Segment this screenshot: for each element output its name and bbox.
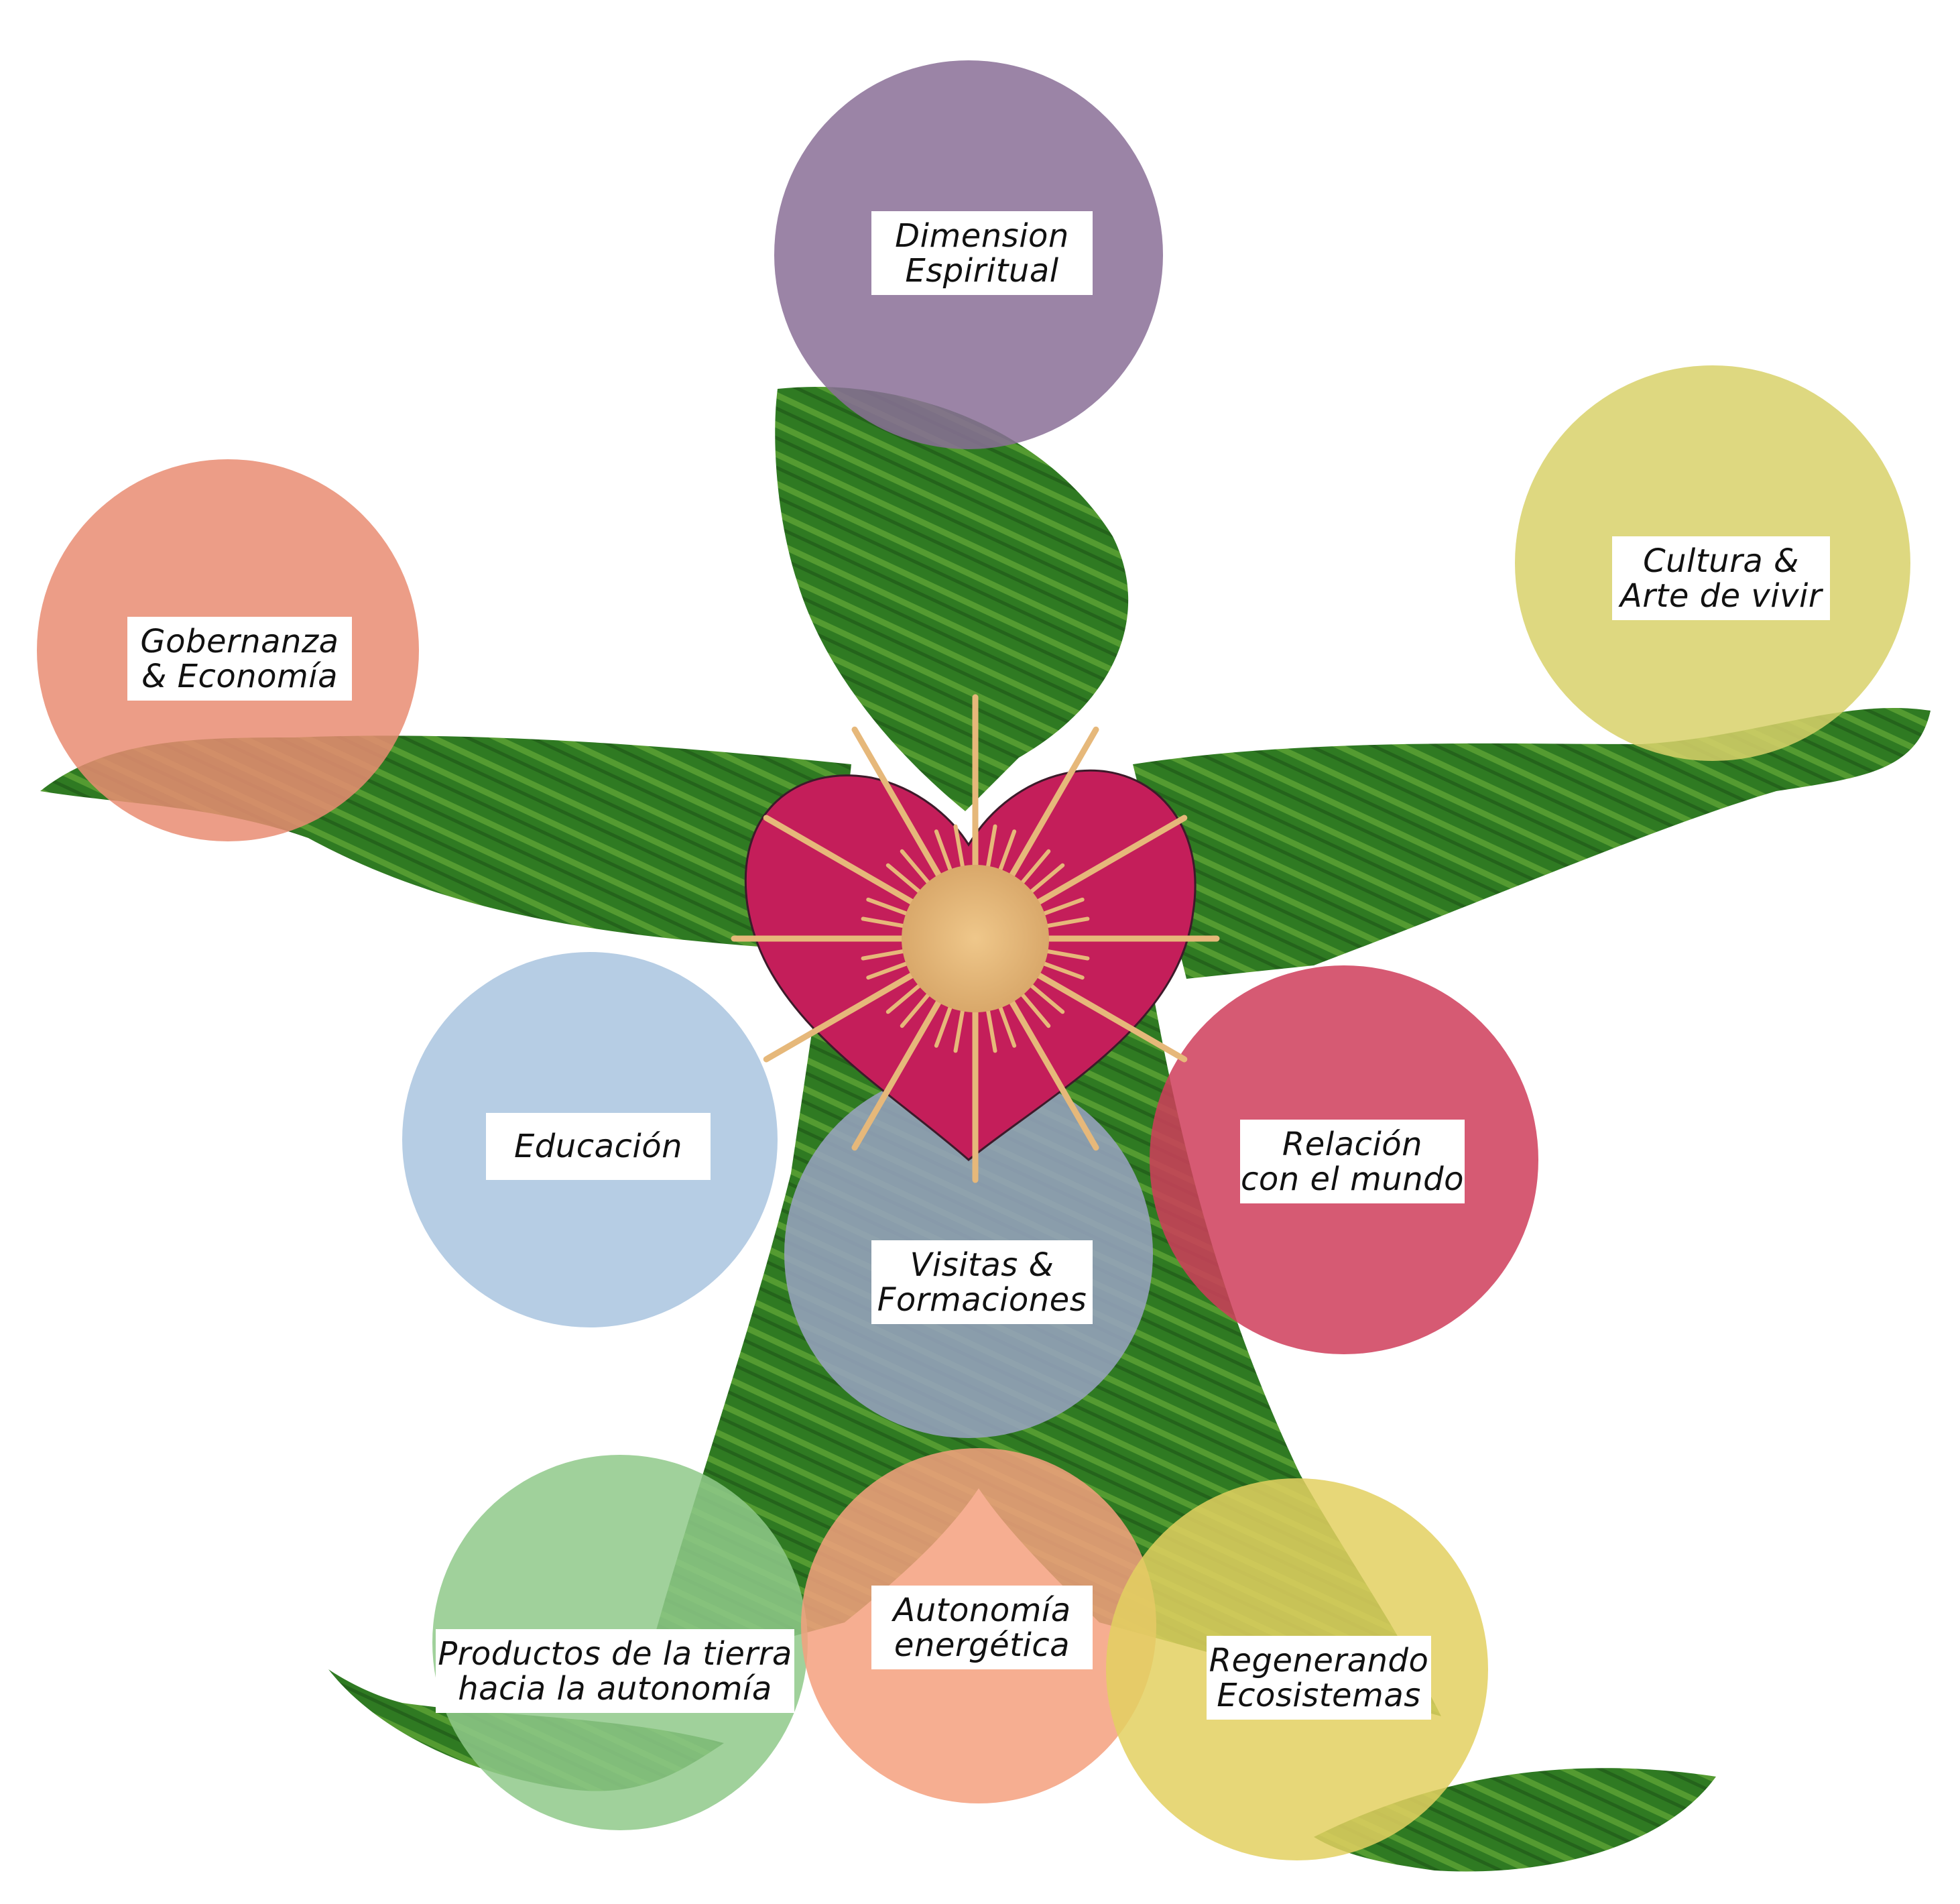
cultura-arte-label-line: Cultura & (1643, 542, 1799, 580)
right-foot-leaf (1314, 1768, 1716, 1872)
autonomia-energetica-label-line: Autonomía (893, 1591, 1071, 1629)
gobernanza-economia-label-line: Gobernanza (140, 622, 339, 660)
sun-ray (861, 916, 905, 928)
sun-ray (900, 849, 930, 884)
visitas-formaciones-label-line: Formaciones (877, 1281, 1087, 1319)
sun-ray (953, 824, 965, 868)
sun-ray (953, 1009, 965, 1053)
sun-ray (1036, 815, 1188, 905)
dimension-espiritual-label-line: Espiritual (905, 251, 1059, 290)
sun-ray (885, 863, 921, 894)
heart-with-sun (731, 694, 1220, 1183)
visitas-formaciones-label-line: Visitas & (910, 1246, 1054, 1284)
visitas-formaciones-label: Visitas &Formaciones (871, 1240, 1093, 1324)
educacion-label: Educación (486, 1113, 711, 1180)
sun-ray (998, 1006, 1017, 1048)
sun-ray (1036, 972, 1188, 1063)
sun-rays (731, 694, 1220, 1183)
cultura-arte-label-line: Arte de vivir (1619, 577, 1823, 615)
productos-tierra-label-line: hacia la autonomía (458, 1669, 772, 1708)
gobernanza-economia-label: Gobernanza& Economía (127, 617, 352, 701)
relacion-mundo-label-line: con el mundo (1241, 1160, 1464, 1198)
cultura-arte-label: Cultura &Arte de vivir (1612, 536, 1830, 620)
regenerando-ecosistemas-label-line: Ecosistemas (1217, 1676, 1421, 1714)
sun-disc (902, 865, 1049, 1012)
head-leaf (775, 386, 1129, 811)
sun-ray (851, 999, 942, 1151)
gobernanza-economia-label-line: & Economía (141, 657, 339, 695)
sun-ray (1009, 726, 1099, 878)
sun-ray (1046, 949, 1090, 961)
sun-ray (1030, 863, 1065, 894)
sun-ray (1042, 897, 1085, 916)
sun-ray (1009, 999, 1099, 1151)
productos-tierra-label-line: Productos de la tierra (438, 1634, 792, 1673)
sun-ray (1020, 993, 1051, 1028)
sun-ray (763, 972, 915, 1063)
sun-ray (998, 829, 1017, 872)
sun-ray (866, 961, 908, 980)
regenerando-ecosistemas-label-line: Regenerando (1209, 1641, 1429, 1679)
dimension-espiritual-label-line: Dimension (895, 217, 1069, 255)
sun-ray (934, 829, 953, 872)
sun-ray (934, 1006, 953, 1048)
sun-ray (885, 984, 921, 1014)
sun-ray (763, 815, 915, 905)
sun-ray (1042, 961, 1085, 980)
sun-ray (1020, 849, 1051, 884)
sun-ray (851, 726, 942, 878)
sun-ray (866, 897, 908, 916)
relacion-mundo-label-line: Relación (1282, 1125, 1423, 1163)
sun-ray (861, 949, 905, 961)
right-arm (1133, 707, 1931, 979)
educacion-label-line: Educación (513, 1128, 683, 1165)
autonomia-energetica-label-line: energética (894, 1626, 1070, 1664)
sun-ray (1046, 916, 1090, 928)
sun-ray (900, 993, 930, 1028)
sun-ray (986, 1009, 997, 1053)
sun-ray (986, 824, 997, 868)
sun-ray (1030, 984, 1065, 1014)
